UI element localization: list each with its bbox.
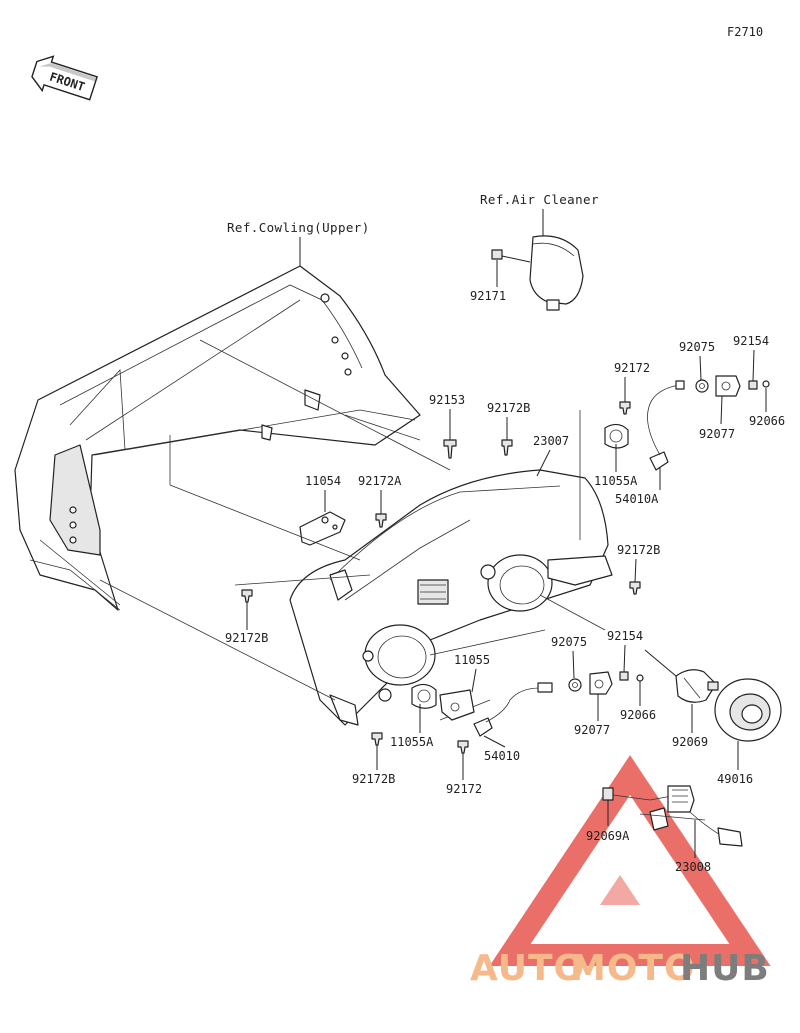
air-cleaner-part xyxy=(491,235,584,311)
part-label-92069: 92069 xyxy=(672,735,708,749)
part-label-11054: 11054 xyxy=(305,474,341,488)
ref-cowling-label: Ref.Cowling(Upper) xyxy=(227,220,370,235)
part-label-92172B-bottom: 92172B xyxy=(352,772,395,786)
leader-line xyxy=(752,349,755,382)
leader-line xyxy=(623,644,626,673)
part-label-92172A: 92172A xyxy=(358,474,402,488)
ref-air-cleaner-label: Ref.Air Cleaner xyxy=(480,192,599,207)
socket-top-part xyxy=(604,375,770,471)
part-label-49016: 49016 xyxy=(717,772,753,786)
part-label-11055A-bottom: 11055A xyxy=(390,735,434,749)
leader-line xyxy=(572,650,575,679)
part-label-92154-mid: 92154 xyxy=(607,629,643,643)
part-label-92172-bottom: 92172 xyxy=(446,782,482,796)
leader-line xyxy=(536,449,551,477)
leader-line xyxy=(720,395,723,425)
bracket-part xyxy=(299,511,346,546)
leader-line xyxy=(699,355,702,381)
part-label-92172B-top: 92172B xyxy=(487,401,530,415)
part-label-92077-mid: 92077 xyxy=(574,723,610,737)
watermark-hub: HUB xyxy=(680,948,770,989)
screw-part xyxy=(241,401,641,754)
figure-code: F2710 xyxy=(727,25,763,39)
part-label-92172B-right: 92172B xyxy=(617,543,660,557)
part-label-92172-top: 92172 xyxy=(614,361,650,375)
part-label-92153: 92153 xyxy=(429,393,465,407)
part-label-92172B-left: 92172B xyxy=(225,631,268,645)
part-label-92066-top: 92066 xyxy=(749,414,785,428)
upper-cowling-part xyxy=(14,265,421,611)
leader-line xyxy=(483,735,506,748)
watermark-moto: MOTO xyxy=(570,948,696,989)
part-label-92154-top: 92154 xyxy=(733,334,769,348)
part-label-92077-top: 92077 xyxy=(699,427,735,441)
socket-mid-part xyxy=(411,671,644,737)
headlight-assembly-part xyxy=(289,469,613,726)
watermark-auto: AUTO xyxy=(470,948,585,989)
part-label-54010A: 54010A xyxy=(615,492,659,506)
watermark-text: AUTO MOTO HUB xyxy=(470,948,770,989)
guide-lines xyxy=(99,339,606,721)
dust-cap-part xyxy=(714,678,782,742)
watermark-logo xyxy=(489,755,771,966)
bulb-part xyxy=(675,669,719,703)
part-label-11055A-top: 11055A xyxy=(594,474,638,488)
part-label-92171: 92171 xyxy=(470,289,506,303)
part-label-92075-top: 92075 xyxy=(679,340,715,354)
front-arrow-icon: FRONT xyxy=(31,55,98,101)
part-label-54010: 54010 xyxy=(484,749,520,763)
leader-line xyxy=(644,649,677,677)
part-label-23008: 23008 xyxy=(675,860,711,874)
part-label-92069A: 92069A xyxy=(586,829,630,843)
leader-line xyxy=(634,558,637,583)
part-label-92066-mid: 92066 xyxy=(620,708,656,722)
leader-line xyxy=(471,668,477,693)
part-label-23007: 23007 xyxy=(533,434,569,448)
part-label-11055: 11055 xyxy=(454,653,490,667)
part-label-92075-mid: 92075 xyxy=(551,635,587,649)
